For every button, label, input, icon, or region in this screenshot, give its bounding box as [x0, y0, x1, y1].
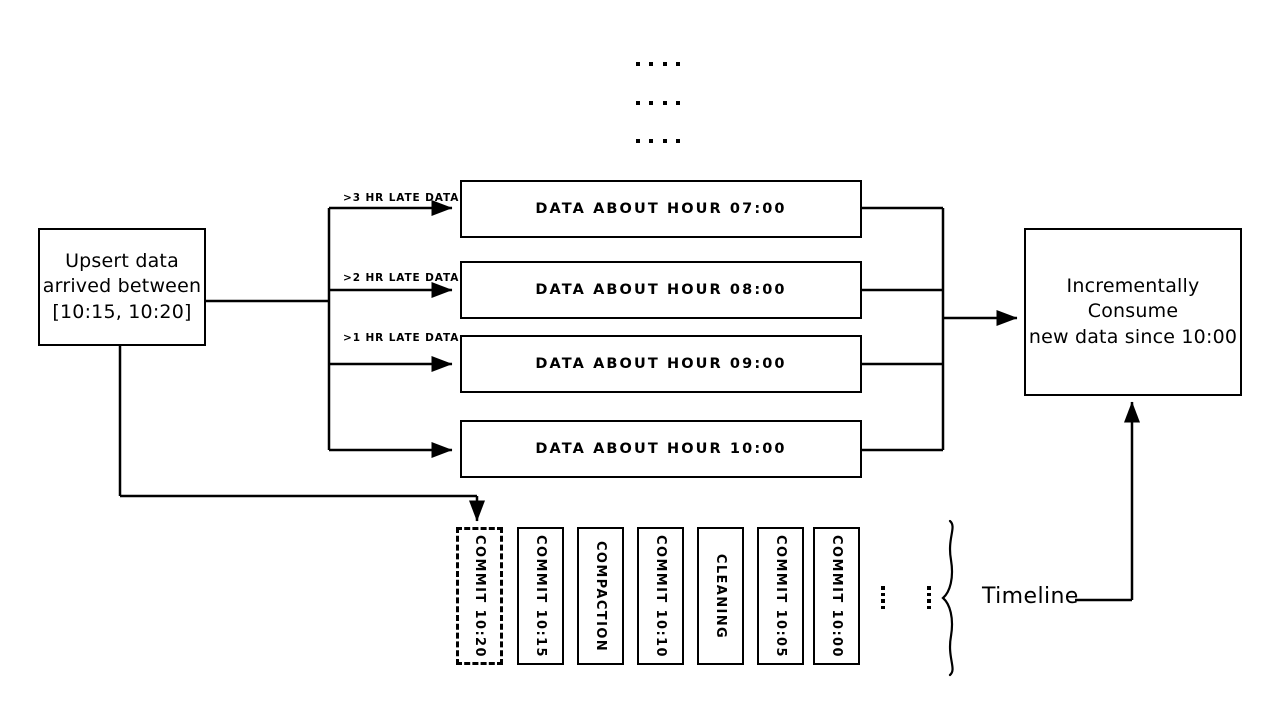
- upsert-source-box: Upsert data arrived between [10:15, 10:2…: [38, 228, 206, 346]
- commit-label: COMMIT 10:10: [653, 534, 669, 658]
- consume-line-1: Incrementally Consume: [1066, 275, 1200, 323]
- timeline-ellipsis-column-1: [880, 586, 886, 609]
- commit-box-compaction[interactable]: COMPACTION: [577, 527, 624, 665]
- ellipsis-row-3: [636, 139, 680, 143]
- upsert-line-1: Upsert data: [65, 250, 179, 273]
- edge-label-3hr-late: >3 HR LATE DATA: [343, 192, 460, 204]
- commit-box-10-10[interactable]: COMMIT 10:10: [637, 527, 684, 665]
- hour-box-09: DATA ABOUT HOUR 09:00: [460, 335, 862, 393]
- commit-box-10-00[interactable]: COMMIT 10:00: [813, 527, 860, 665]
- hour-box-08: DATA ABOUT HOUR 08:00: [460, 261, 862, 319]
- edge-label-2hr-late: >2 HR LATE DATA: [343, 272, 460, 284]
- timeline-brace: [941, 519, 954, 677]
- commit-label: COMMIT 10:20: [472, 534, 488, 658]
- upsert-line-2: arrived between: [42, 275, 202, 298]
- commit-label: CLEANING: [713, 553, 729, 639]
- hour-box-07: DATA ABOUT HOUR 07:00: [460, 180, 862, 238]
- hour-box-10: DATA ABOUT HOUR 10:00: [460, 420, 862, 478]
- incremental-consume-box: Incrementally Consume new data since 10:…: [1024, 228, 1242, 396]
- ellipsis-row-1: [636, 62, 680, 66]
- ellipsis-row-2: [636, 101, 680, 105]
- commit-label: COMMIT 10:05: [773, 534, 789, 658]
- commit-box-10-15[interactable]: COMMIT 10:15: [517, 527, 564, 665]
- commit-box-cleaning[interactable]: CLEANING: [697, 527, 744, 665]
- timeline-ellipsis-column-2: [926, 586, 932, 609]
- edge-label-1hr-late: >1 HR LATE DATA: [343, 332, 460, 344]
- commit-box-10-05[interactable]: COMMIT 10:05: [757, 527, 804, 665]
- commit-label: COMMIT 10:15: [533, 534, 549, 658]
- commit-label: COMMIT 10:00: [829, 534, 845, 658]
- commit-label: COMPACTION: [593, 540, 609, 652]
- timeline-label: Timeline: [982, 584, 1079, 609]
- consume-line-2: new data since 10:00: [1028, 325, 1238, 348]
- commit-box-10-20[interactable]: COMMIT 10:20: [456, 527, 503, 665]
- upsert-line-3: [10:15, 10:20]: [52, 300, 192, 323]
